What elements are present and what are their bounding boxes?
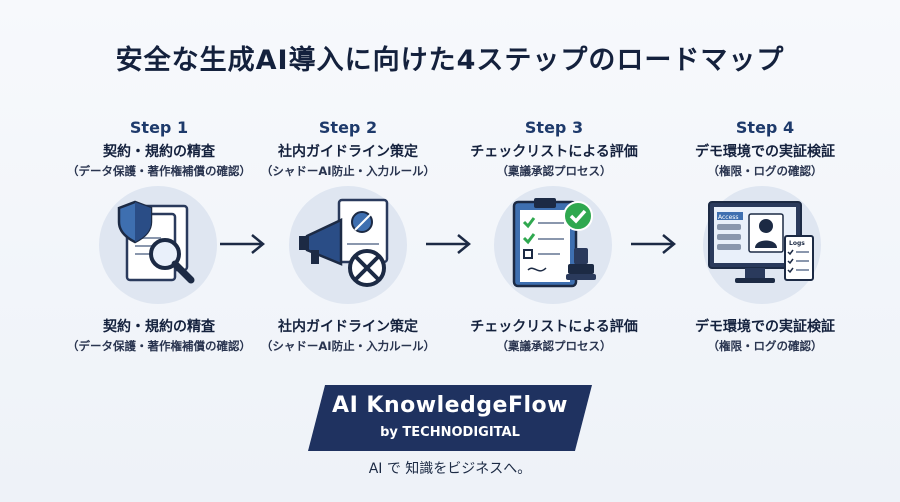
- step-subtitle: （稟議承認プロセス）: [496, 164, 612, 178]
- step-3-header: Step 3 チェックリストによる評価 （稟議承認プロセス）: [449, 118, 659, 180]
- step-subtitle: （権限・ログの確認）: [707, 339, 823, 353]
- step-label: Step 1: [129, 118, 189, 137]
- step-label: Step 4: [735, 118, 795, 137]
- step-title: 社内ガイドライン策定: [278, 144, 418, 160]
- megaphone-prohibited-icon: [289, 186, 407, 304]
- tagline: AI で 知識をビジネスへ。: [368, 461, 532, 477]
- monitor-access-logs-icon: Access Logs: [703, 186, 821, 304]
- step-1-footer: 契約・規約の精査 （データ保護・著作権補償の確認）: [54, 318, 264, 355]
- step-4-header: Step 4 デモ環境での実証検証 （権限・ログの確認）: [660, 118, 870, 180]
- step-subtitle: （稟議承認プロセス）: [496, 339, 612, 353]
- clipboard-checklist-stamp-icon: [494, 186, 612, 304]
- step-title: 契約・規約の精査: [103, 319, 215, 335]
- logs-label: Logs: [789, 240, 805, 247]
- document-shield-magnifier-icon: [99, 186, 217, 304]
- step-title: デモ環境での実証検証: [695, 144, 835, 160]
- step-subtitle: （権限・ログの確認）: [707, 164, 823, 178]
- step-label: Step 2: [318, 118, 378, 137]
- arrow-right-icon: [631, 234, 676, 254]
- arrow-right-icon: [220, 234, 265, 254]
- step-title: デモ環境での実証検証: [695, 319, 835, 335]
- step-title: チェックリストによる評価: [470, 319, 638, 335]
- step-subtitle: （データ保護・著作権補償の確認）: [67, 164, 251, 178]
- step-4-footer: デモ環境での実証検証 （権限・ログの確認）: [660, 318, 870, 355]
- access-label: Access: [718, 214, 739, 221]
- step-2-header: Step 2 社内ガイドライン策定 （シャドーAI防止・入力ルール）: [243, 118, 453, 180]
- step-subtitle: （シャドーAI防止・入力ルール）: [260, 339, 436, 353]
- step-1-header: Step 1 契約・規約の精査 （データ保護・著作権補償の確認）: [54, 118, 264, 180]
- brand-byline: by TECHNODIGITAL: [380, 425, 520, 440]
- step-title: 社内ガイドライン策定: [278, 319, 418, 335]
- brand-name: AI KnowledgeFlow: [332, 393, 568, 418]
- step-label: Step 3: [524, 118, 584, 137]
- step-subtitle: （データ保護・著作権補償の確認）: [67, 339, 251, 353]
- step-subtitle: （シャドーAI防止・入力ルール）: [260, 164, 436, 178]
- step-2-footer: 社内ガイドライン策定 （シャドーAI防止・入力ルール）: [243, 318, 453, 355]
- step-3-footer: チェックリストによる評価 （稟議承認プロセス）: [449, 318, 659, 355]
- step-title: チェックリストによる評価: [470, 144, 638, 160]
- page-title: 安全な生成AI導入に向けた4ステップのロードマップ: [115, 45, 785, 76]
- arrow-right-icon: [426, 234, 471, 254]
- step-title: 契約・規約の精査: [103, 144, 215, 160]
- brand-banner: AI KnowledgeFlow by TECHNODIGITAL: [308, 385, 592, 451]
